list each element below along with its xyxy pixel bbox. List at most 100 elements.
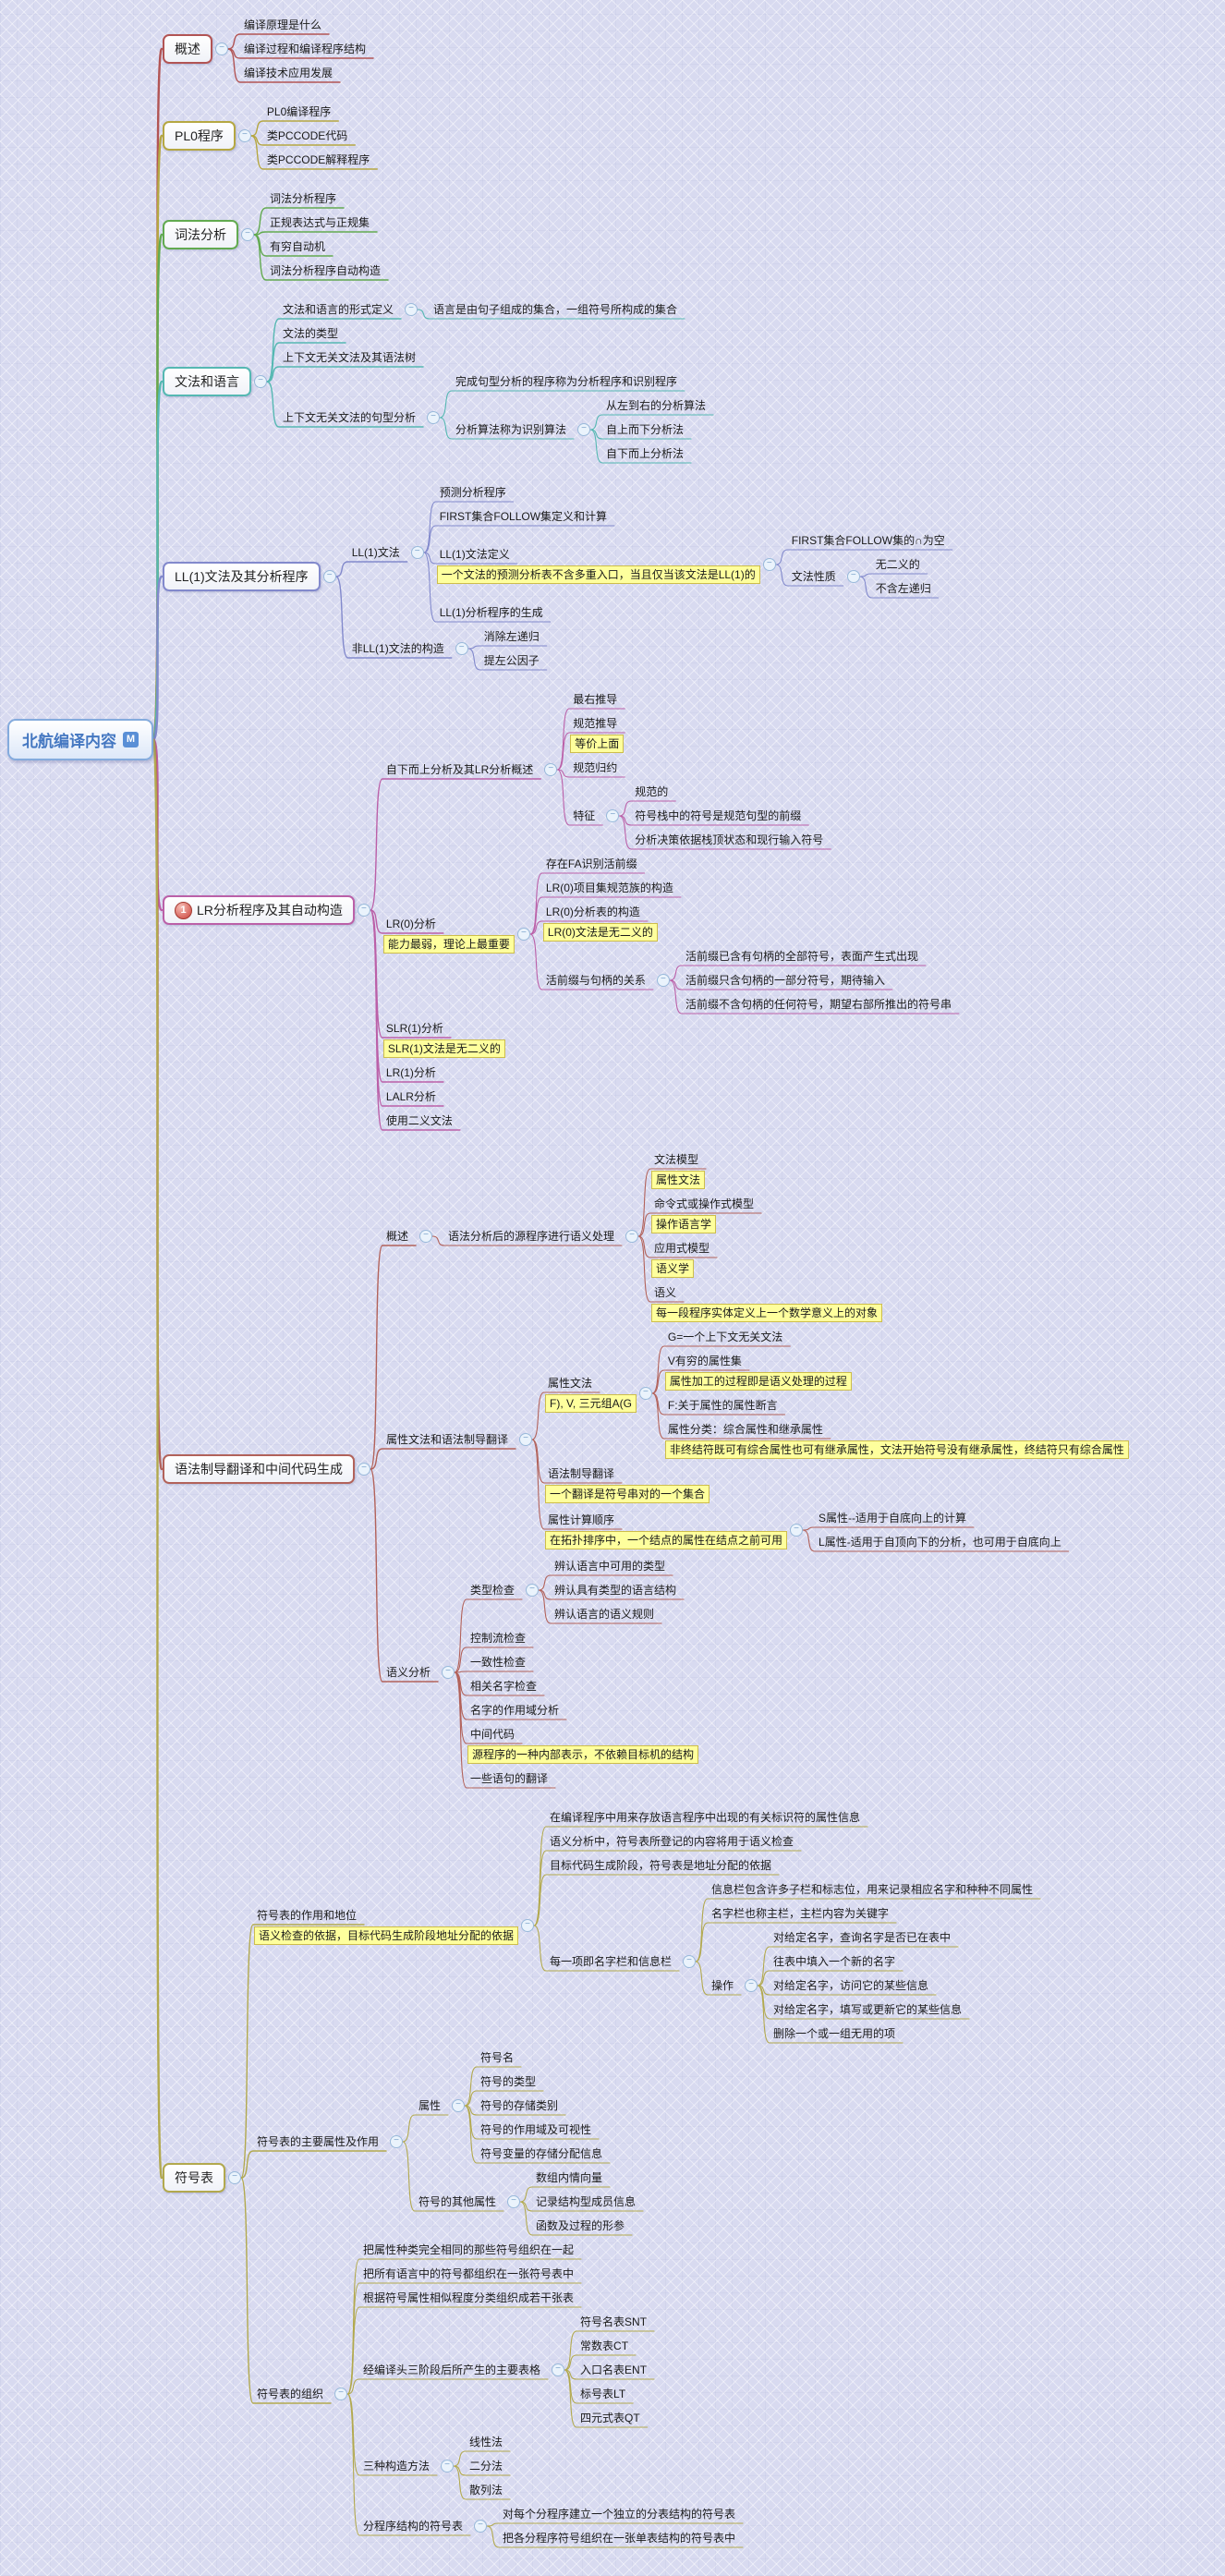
note[interactable]: 一个翻译是符号串对的一个集合 xyxy=(545,1485,710,1503)
mindmap-node[interactable]: 经编译头三阶段后所产生的主要表格 xyxy=(363,2363,541,2376)
mindmap-node[interactable]: 最右推导 xyxy=(573,693,618,706)
note[interactable]: 等价上面 xyxy=(570,735,625,753)
mindmap-node[interactable]: 相关名字检查 xyxy=(470,1680,538,1693)
mindmap-node[interactable]: 类型检查 xyxy=(470,1584,515,1597)
mindmap-node[interactable]: 对每个分程序建立一个独立的分表结构的符号表 xyxy=(503,2508,736,2521)
mindmap-node[interactable]: 概述 xyxy=(386,1230,409,1243)
mindmap-node[interactable]: 语义分析 xyxy=(386,1666,431,1679)
mindmap-node[interactable]: 分析决策依据栈顶状态和现行输入符号 xyxy=(635,833,824,846)
mindmap-node[interactable]: 操作 xyxy=(711,1979,734,1992)
collapse-icon[interactable]: − xyxy=(519,1433,533,1446)
mindmap-node[interactable]: 类PCCODE代码 xyxy=(266,129,348,142)
mindmap-node[interactable]: 中间代码 xyxy=(470,1728,515,1741)
mindmap-node[interactable]: 正规表达式与正规集 xyxy=(270,216,370,229)
note[interactable]: F), V, 三元组A(G xyxy=(545,1394,637,1413)
collapse-icon[interactable]: − xyxy=(656,974,670,987)
collapse-icon[interactable]: − xyxy=(237,129,251,142)
collapse-icon[interactable]: − xyxy=(441,2460,455,2473)
mindmap-node[interactable]: 线性法 xyxy=(469,2436,503,2448)
collapse-icon[interactable]: − xyxy=(638,1387,652,1400)
mindmap-node[interactable]: 使用二义文法 xyxy=(385,1114,453,1127)
collapse-icon[interactable]: − xyxy=(358,1463,370,1476)
mindmap-node[interactable]: 存在FA识别活前缀 xyxy=(545,857,637,870)
collapse-icon[interactable]: − xyxy=(215,43,228,55)
mindmap-node[interactable]: 自上而下分析法 xyxy=(606,423,685,436)
mindmap-node[interactable]: 符号表的组织 xyxy=(257,2388,324,2400)
note[interactable]: 非终结符既可有综合属性也可有继承属性，文法开始符号没有继承属性，终结符只有综合属… xyxy=(664,1440,1129,1459)
mindmap-node[interactable]: 规范的 xyxy=(635,785,669,798)
mindmap-node[interactable]: 三种构造方法 xyxy=(363,2460,431,2473)
mindmap-node[interactable]: 不含左递归 xyxy=(875,582,931,595)
mindmap-node[interactable]: 符号的其他属性 xyxy=(418,2195,497,2208)
mindmap-node[interactable]: 把属性种类完全相同的那些符号组织在一起 xyxy=(363,2243,575,2256)
mindmap-node[interactable]: LALR分析 xyxy=(385,1090,436,1103)
mindmap-node[interactable]: 预测分析程序 xyxy=(439,486,506,499)
mindmap-node[interactable]: 活前缀与句柄的关系 xyxy=(545,974,646,987)
mindmap-node[interactable]: LR(0)项目集规范族的构造 xyxy=(545,881,673,894)
mindmap-node[interactable]: 四元式表QT xyxy=(580,2412,640,2424)
mindmap-node[interactable]: 活前缀不含句柄的任何符号，期望右部所推出的符号串 xyxy=(685,998,952,1011)
mindmap-node[interactable]: LL(1)文法 xyxy=(351,546,400,559)
main-topic[interactable]: 概述 xyxy=(163,34,212,64)
mindmap-node[interactable]: 把所有语言中的符号都组织在一张符号表中 xyxy=(363,2267,575,2280)
main-topic[interactable]: 词法分析 xyxy=(163,220,238,249)
mindmap-node[interactable]: 上下文无关文法及其语法树 xyxy=(283,351,417,364)
mindmap-node[interactable]: 属性分类：综合属性和继承属性 xyxy=(667,1423,823,1436)
mindmap-node[interactable]: 名字栏也称主栏，主栏内容为关键字 xyxy=(711,1907,890,1920)
note[interactable]: 一个文法的预测分析表不含多重入口，当且仅当该文法是LL(1)的 xyxy=(436,565,760,584)
collapse-icon[interactable]: − xyxy=(419,1230,433,1243)
note[interactable]: LR(0)文法是无二义的 xyxy=(542,923,658,942)
mindmap-node[interactable]: LR(1)分析 xyxy=(385,1066,436,1079)
mindmap-node[interactable]: 每一项即名字栏和信息栏 xyxy=(550,1955,673,1968)
mindmap-node[interactable]: 符号的存储类别 xyxy=(480,2099,559,2112)
collapse-icon[interactable]: − xyxy=(228,2171,241,2184)
mindmap-node[interactable]: 一致性检查 xyxy=(470,1656,527,1669)
mindmap-node[interactable]: 语言是由句子组成的集合，一组符号所构成的集合 xyxy=(433,303,678,316)
mindmap-node[interactable]: 符号名表SNT xyxy=(580,2315,648,2328)
mindmap-node[interactable]: 删除一个或一组无用的项 xyxy=(773,2027,896,2040)
collapse-icon[interactable]: − xyxy=(455,642,468,655)
collapse-icon[interactable]: − xyxy=(427,411,441,424)
mindmap-node[interactable]: 把各分程序符号组织在一张单表结构的符号表中 xyxy=(503,2532,736,2545)
collapse-icon[interactable]: − xyxy=(334,2388,348,2400)
mindmap-node[interactable]: 目标代码生成阶段，符号表是地址分配的依据 xyxy=(550,1859,772,1872)
mindmap-node[interactable]: 辨认语言中可用的类型 xyxy=(554,1560,666,1573)
mindmap-node[interactable]: 符号的作用域及可视性 xyxy=(480,2123,592,2136)
collapse-icon[interactable]: − xyxy=(526,1584,540,1597)
mindmap-node[interactable]: 标号表LT xyxy=(580,2388,626,2400)
mindmap-node[interactable]: 属性文法和语法制导翻译 xyxy=(386,1433,509,1446)
mindmap-node[interactable]: 语法分析后的源程序进行语义处理 xyxy=(448,1230,615,1243)
collapse-icon[interactable]: − xyxy=(254,375,267,388)
mindmap-node[interactable]: 编译技术应用发展 xyxy=(244,67,334,79)
mindmap-node[interactable]: 词法分析程序 xyxy=(270,192,337,205)
mindmap-node[interactable]: 辨认语言的语义规则 xyxy=(554,1608,655,1621)
mindmap-node[interactable]: 符号栈中的符号是规范句型的前缀 xyxy=(635,809,802,822)
mindmap-node[interactable]: 自下而上分析法 xyxy=(606,447,685,460)
collapse-icon[interactable]: − xyxy=(322,570,336,583)
note[interactable]: 在拓扑排序中，一个结点的属性在结点之前可用 xyxy=(545,1531,788,1549)
mindmap-node[interactable]: 符号表的主要属性及作用 xyxy=(257,2135,380,2148)
collapse-icon[interactable]: − xyxy=(521,1919,535,1932)
mindmap-node[interactable]: 上下文无关文法的句型分析 xyxy=(283,411,417,424)
collapse-icon[interactable]: − xyxy=(745,1979,758,1992)
mindmap-node[interactable]: FIRST集合FOLLOW集的∩为空 xyxy=(791,534,945,547)
main-topic[interactable]: 符号表 xyxy=(163,2163,225,2193)
collapse-icon[interactable]: − xyxy=(606,809,620,822)
mindmap-node[interactable]: 非LL(1)文法的构造 xyxy=(351,642,444,655)
mindmap-node[interactable]: 入口名表ENT xyxy=(580,2363,648,2376)
mindmap-node[interactable]: S属性--适用于自底向上的计算 xyxy=(819,1512,967,1525)
mindmap-node[interactable]: V有穷的属性集 xyxy=(667,1355,742,1367)
mindmap-node[interactable]: G=一个上下文无关文法 xyxy=(667,1331,783,1343)
collapse-icon[interactable]: − xyxy=(442,1666,455,1679)
main-topic[interactable]: LL(1)文法及其分析程序 xyxy=(163,562,321,591)
mindmap-node[interactable]: 在编译程序中用来存放语言程序中出现的有关标识符的属性信息 xyxy=(550,1811,861,1824)
mindmap-node[interactable]: 消除左递归 xyxy=(483,630,540,643)
mindmap-node[interactable]: 属性计算顺序 xyxy=(548,1513,615,1526)
mindmap-node[interactable]: F:关于属性的属性断言 xyxy=(667,1399,778,1412)
mindmap-node[interactable]: 分析算法称为识别算法 xyxy=(455,423,567,436)
mindmap-node[interactable]: 文法和语言的形式定义 xyxy=(283,303,394,316)
collapse-icon[interactable]: − xyxy=(390,2135,404,2148)
note[interactable]: 操作语言学 xyxy=(651,1215,717,1233)
collapse-icon[interactable]: − xyxy=(544,763,558,776)
collapse-icon[interactable]: − xyxy=(410,546,424,559)
